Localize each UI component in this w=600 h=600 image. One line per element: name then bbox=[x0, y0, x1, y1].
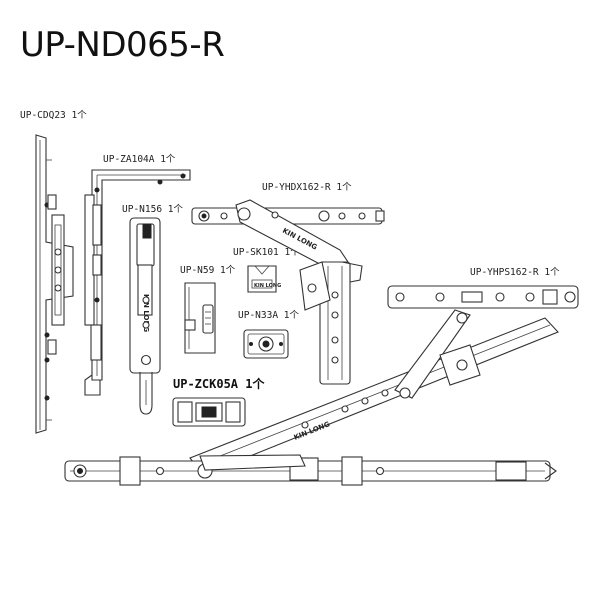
label-sk101: UP-SK101 1个 bbox=[233, 247, 300, 258]
part-za104a: UP-ZA104A 1个 bbox=[84, 154, 191, 396]
part-n59: UP-N59 1个 bbox=[180, 265, 236, 354]
label-zck05a: UP-ZCK05A 1个 bbox=[173, 376, 265, 391]
part-zck05a: UP-ZCK05A 1个 bbox=[172, 376, 265, 427]
label-n33a: UP-N33A 1个 bbox=[238, 310, 299, 321]
part-n156: UP-N156 1个 KIN LONG bbox=[122, 204, 183, 415]
brand-sk101: KIN LONG bbox=[254, 283, 281, 289]
part-n33a: UP-N33A 1个 bbox=[238, 310, 299, 359]
product-code-title: UP-ND065-R bbox=[20, 25, 225, 65]
label-za104a: UP-ZA104A 1个 bbox=[103, 154, 176, 165]
label-cdq23: UP-CDQ23 1个 bbox=[20, 110, 87, 121]
brand-n156: KIN LONG bbox=[142, 294, 150, 332]
part-yhdx162r: UP-YHDX162-R 1个 KIN LONG bbox=[191, 182, 385, 385]
label-yhps162r: UP-YHPS162-R 1个 bbox=[470, 267, 560, 278]
part-cdq23: UP-CDQ23 1个 bbox=[20, 110, 87, 434]
label-yhdx162r: UP-YHDX162-R 1个 bbox=[262, 182, 352, 193]
label-n59: UP-N59 1个 bbox=[180, 265, 236, 276]
part-sk101: UP-SK101 1个 KIN LONG bbox=[233, 247, 300, 293]
label-n156: UP-N156 1个 bbox=[122, 204, 183, 215]
